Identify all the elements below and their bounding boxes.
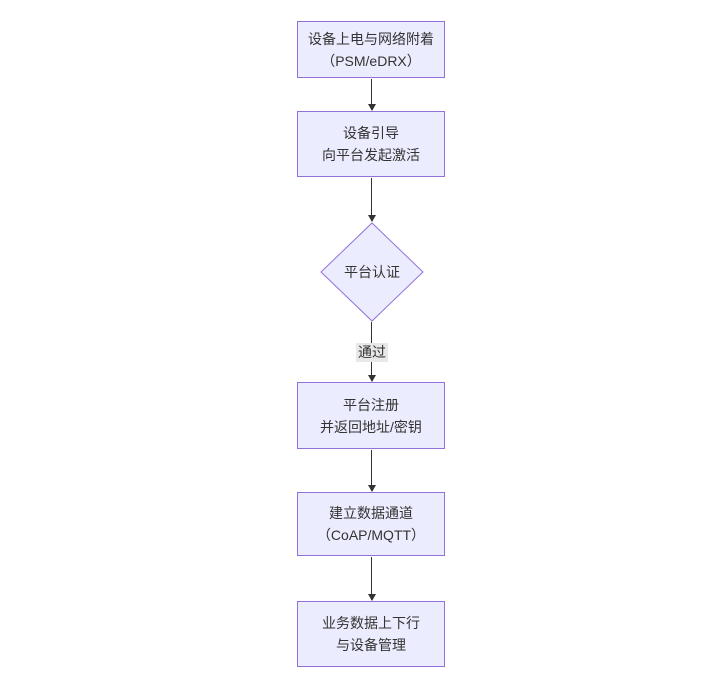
node-label-line: 设备上电与网络附着 [308, 30, 434, 47]
edge-arrow-5 [368, 557, 376, 601]
node-label-line: 平台认证 [344, 264, 400, 280]
node-label-line: 建立数据通道 [329, 505, 413, 521]
node-power-attach: 设备上电与网络附着 （PSM/eDRX） [297, 21, 445, 78]
edge-arrow-4 [368, 450, 376, 492]
node-label-line: （CoAP/MQTT） [316, 527, 426, 543]
node-data-channel: 建立数据通道 （CoAP/MQTT） [297, 492, 445, 556]
node-platform-register: 平台注册 并返回地址/密钥 [297, 382, 445, 449]
edge-arrow-2 [368, 178, 376, 222]
node-business-data: 业务数据上下行 与设备管理 [297, 601, 445, 667]
decision-platform-auth: 平台认证 [320, 222, 424, 322]
diamond-shape [320, 222, 424, 322]
node-label-line: 与设备管理 [336, 637, 406, 653]
edge-arrow-1 [368, 79, 376, 111]
node-bootstrap: 设备引导 向平台发起激活 [297, 111, 445, 177]
node-label-line: 并返回地址/密钥 [320, 418, 422, 435]
node-label-line: （PSM/eDRX） [321, 52, 421, 69]
node-label-line: 设备引导 [343, 125, 399, 141]
node-label-line: 平台注册 [343, 396, 399, 413]
node-label-line: 业务数据上下行 [322, 615, 420, 631]
node-label-line: 向平台发起激活 [322, 147, 420, 163]
edge-label-pass: 通过 [356, 343, 388, 362]
